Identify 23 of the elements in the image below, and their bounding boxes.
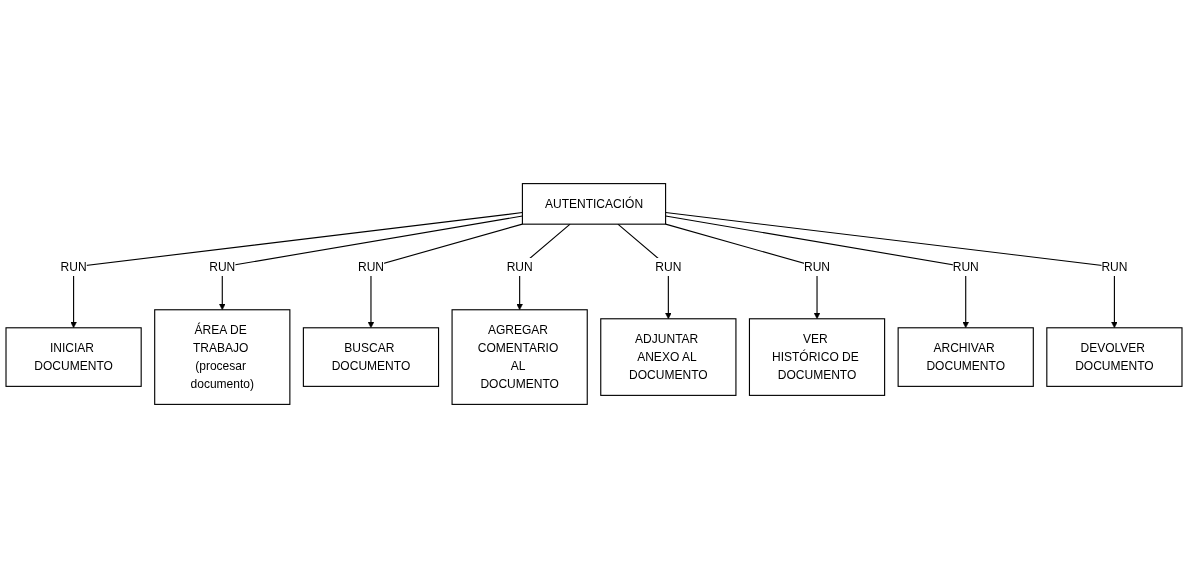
arrow [665,212,1118,329]
edge-label: RUN [952,260,979,273]
node-box: ADJUNTAR ANEXO AL DOCUMENTO [600,318,737,396]
node-box: AUTENTICACIÓN [521,183,667,225]
edge-label: RUN [60,260,87,273]
edge-label: RUN [357,260,384,273]
node-box: ÁREA DE TRABAJO (procesar documento) [154,309,291,405]
node-box: INICIAR DOCUMENTO [5,327,142,387]
arrow [665,215,969,329]
arrow [665,223,821,320]
edge-label: RUN [209,260,236,273]
node-box: DEVOLVER DOCUMENTO [1046,327,1183,387]
edge-label: RUN [804,260,831,273]
edge-label: RUN [506,260,533,273]
arrow [219,215,523,311]
node-box: AGREGAR COMENTARIO AL DOCUMENTO [451,309,588,405]
node-box: BUSCAR DOCUMENTO [302,327,440,387]
edge-label: RUN [1101,260,1128,273]
node-box: VER HISTÓRICO DE DOCUMENTO [748,318,886,396]
node-box: ARCHIVAR DOCUMENTO [897,327,1034,387]
arrow [70,212,523,329]
arrow [367,223,523,329]
edge-label: RUN [655,260,682,273]
